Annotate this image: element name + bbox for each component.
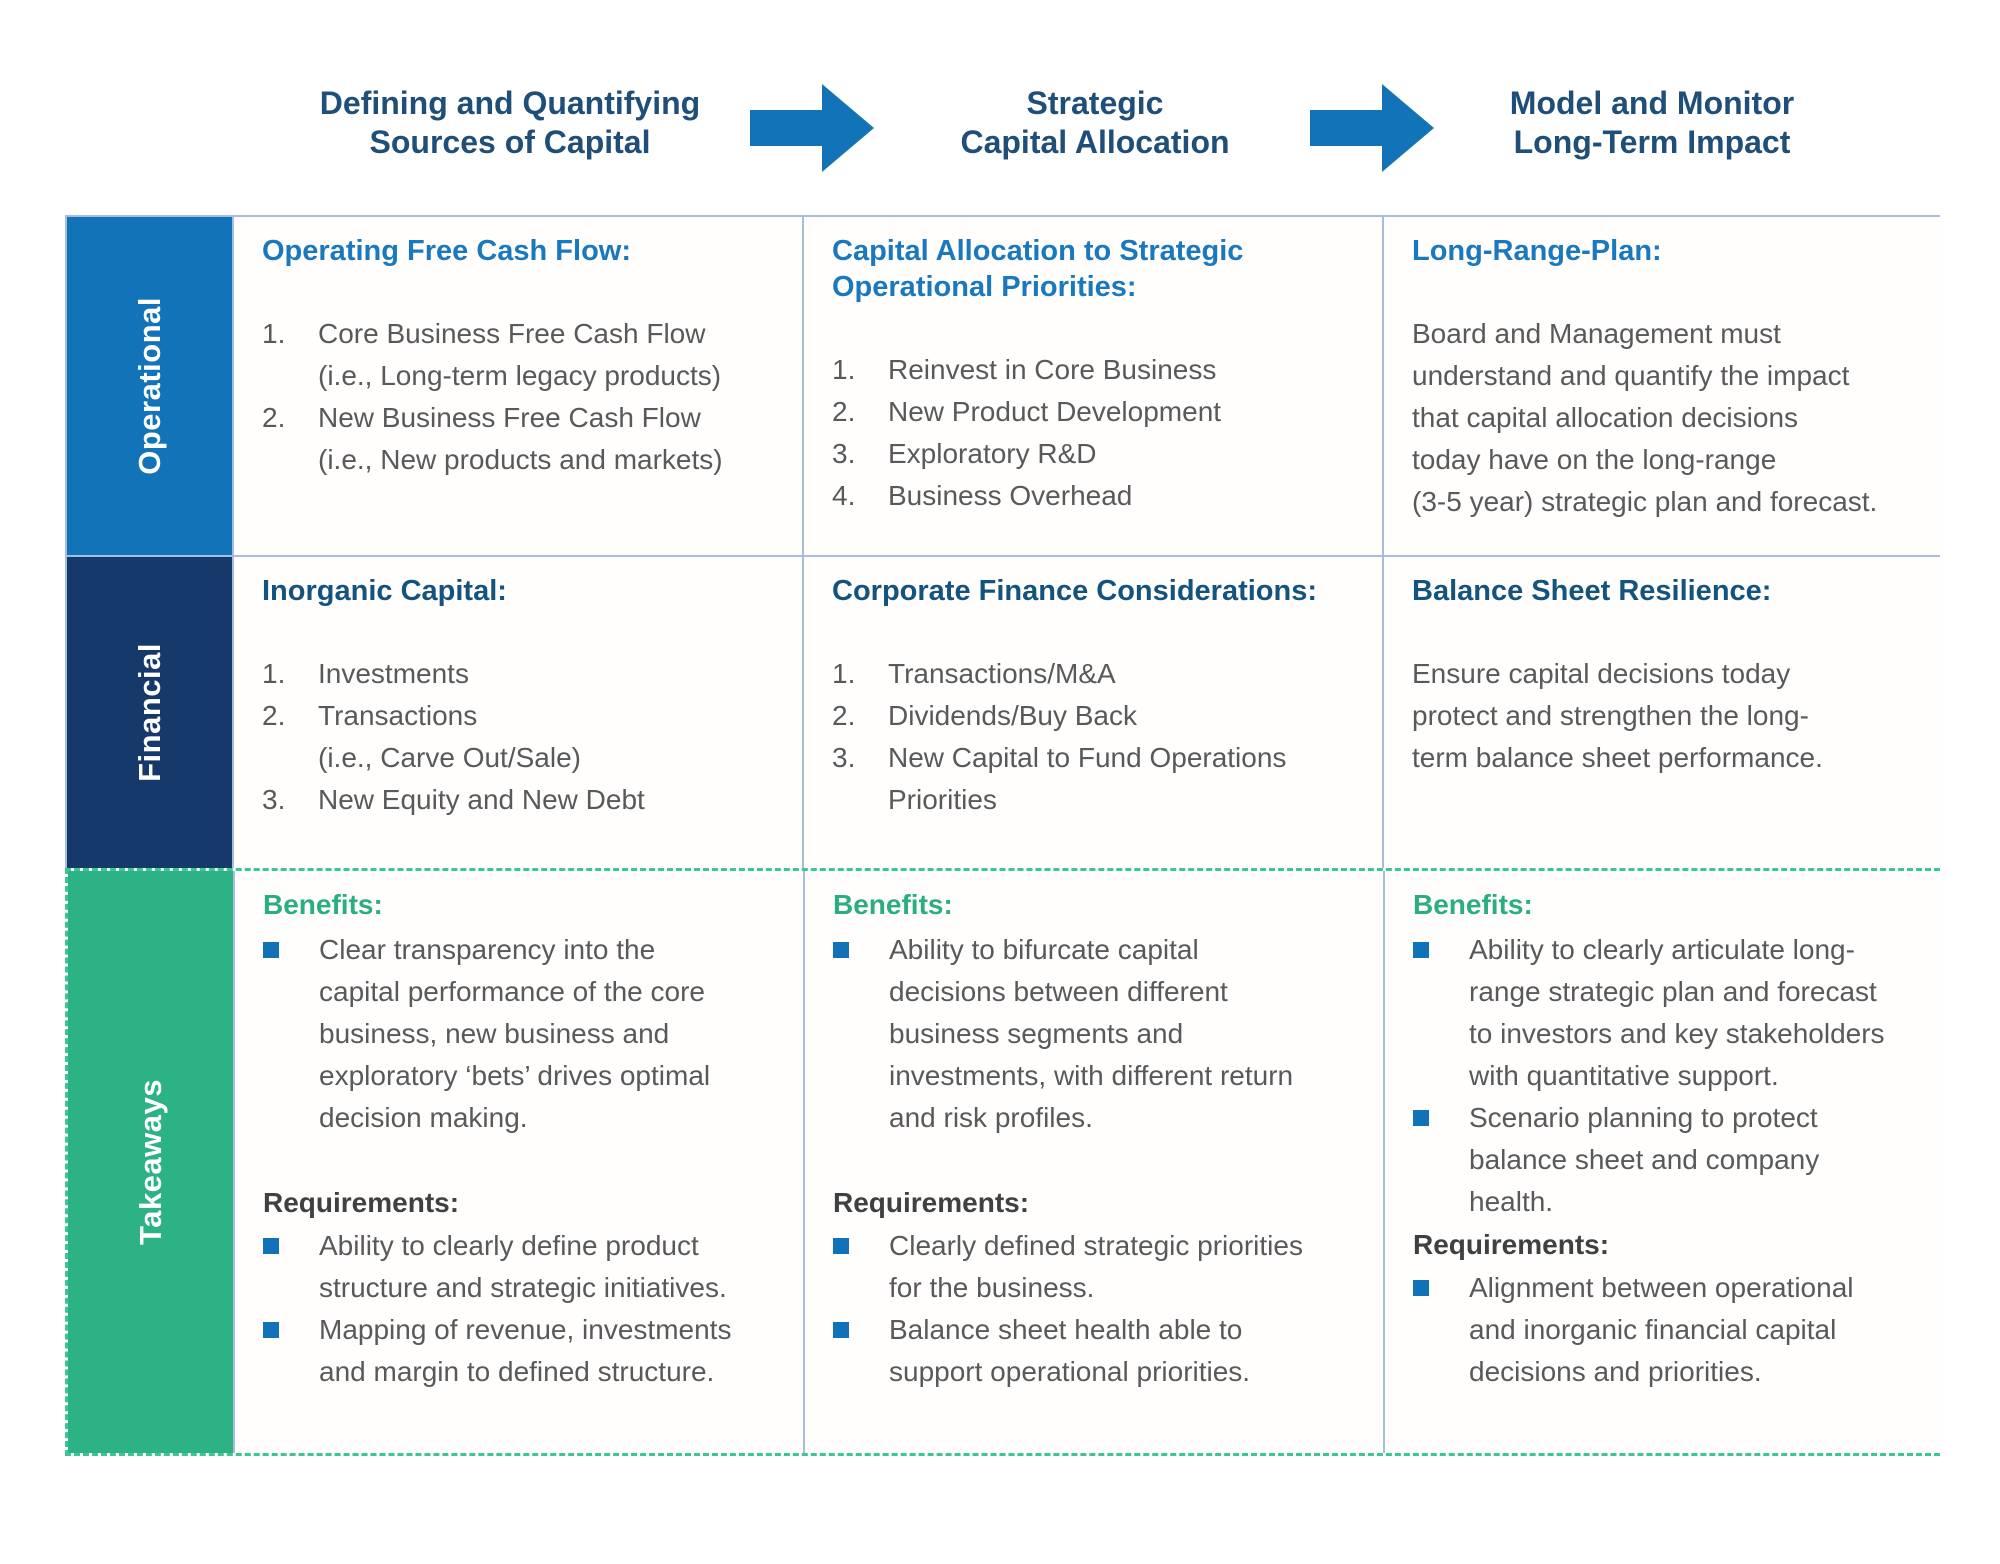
cell-financial-allocation: Corporate Finance Considerations: 1.Tran…: [802, 557, 1382, 868]
cell-financial-sources: Inorganic Capital: 1.Investments 2.Trans…: [232, 557, 802, 868]
benefits-heading: Benefits:: [833, 889, 953, 920]
list-item: 1.Transactions/M&A: [832, 658, 1116, 689]
list-item: 3.New Capital to Fund Operations Priorit…: [832, 742, 1287, 815]
benefit-item: Clear transparency into the capital perf…: [263, 929, 783, 1139]
requirements-block: Requirements: Ability to clearly define …: [263, 1185, 783, 1439]
row-label-financial: Financial: [67, 557, 232, 868]
requirements-list: Clearly defined strategic priorities for…: [833, 1225, 1363, 1393]
benefits-list: Clear transparency into the capital perf…: [263, 929, 783, 1139]
cell-takeaways-sources: Benefits: Clear transparency into the ca…: [233, 871, 803, 1453]
requirement-item: Clearly defined strategic priorities for…: [833, 1225, 1363, 1309]
benefit-item: Scenario planning to protect balance she…: [1413, 1097, 1923, 1223]
list-item: 1.Core Business Free Cash Flow (i.e., Lo…: [262, 318, 722, 391]
row-label-text: Operational: [131, 297, 167, 475]
row-label-takeaways: Takeaways: [68, 871, 233, 1453]
requirements-heading: Requirements:: [1413, 1229, 1610, 1260]
list-item: 3.Exploratory R&D: [832, 438, 1097, 469]
arrow-right-icon: [750, 84, 874, 172]
numbered-list: 1.Core Business Free Cash Flow (i.e., Lo…: [262, 313, 782, 481]
requirements-heading: Requirements:: [263, 1187, 460, 1218]
cell-heading: Capital Allocation to Strategic Operatio…: [832, 235, 1244, 303]
requirement-item: Ability to clearly define product struct…: [263, 1225, 783, 1309]
benefits-heading: Benefits:: [263, 889, 383, 920]
list-item: 3.New Equity and New Debt: [262, 784, 645, 815]
cell-takeaways-allocation: Benefits: Ability to bifurcate capital d…: [803, 871, 1383, 1453]
numbered-list: 1.Investments 2.Transactions (i.e., Carv…: [262, 653, 782, 821]
requirements-list: Ability to clearly define product struct…: [263, 1225, 783, 1393]
requirements-block: Requirements: Clearly defined strategic …: [833, 1185, 1363, 1439]
numbered-list: 1.Transactions/M&A 2.Dividends/Buy Back …: [832, 653, 1362, 821]
row-financial: Financial Inorganic Capital: 1.Investmen…: [65, 555, 1942, 868]
list-item: 1.Reinvest in Core Business: [832, 354, 1217, 385]
cell-heading: Inorganic Capital:: [262, 575, 507, 607]
bullet-square-icon: [263, 1322, 279, 1338]
bullet-square-icon: [263, 1238, 279, 1254]
list-item: 2.New Business Free Cash Flow (i.e., New…: [262, 402, 723, 475]
cell-takeaways-model: Benefits: Ability to clearly articulate …: [1383, 871, 1943, 1453]
requirement-item: Balance sheet health able to support ope…: [833, 1309, 1363, 1393]
cell-operational-allocation: Capital Allocation to Strategic Operatio…: [802, 217, 1382, 555]
benefit-item: Ability to clearly articulate long- rang…: [1413, 929, 1923, 1097]
header-step-model: Model and Monitor Long-Term Impact: [1509, 85, 1795, 160]
cell-heading: Corporate Finance Considerations:: [832, 575, 1318, 607]
row-operational: Operational Operating Free Cash Flow: 1.…: [65, 215, 1942, 557]
requirements-list: Alignment between operational and inorga…: [1413, 1267, 1923, 1393]
requirements-block: Requirements: Alignment between operatio…: [1413, 1227, 1923, 1439]
cell-heading: Long-Range-Plan:: [1412, 235, 1662, 267]
header-step-sources: Defining and Quantifying Sources of Capi…: [319, 85, 701, 160]
bullet-square-icon: [263, 942, 279, 958]
benefit-item: Ability to bifurcate capital decisions b…: [833, 929, 1363, 1139]
cell-financial-model: Balance Sheet Resilience: Ensure capital…: [1382, 557, 1942, 868]
bullet-square-icon: [1413, 1280, 1429, 1296]
benefits-list: Ability to bifurcate capital decisions b…: [833, 929, 1363, 1139]
cell-body-text: Board and Management must understand and…: [1412, 318, 1878, 517]
list-item: 1.Investments: [262, 658, 469, 689]
requirement-item: Mapping of revenue, investments and marg…: [263, 1309, 783, 1393]
cell-heading: Balance Sheet Resilience:: [1412, 575, 1772, 607]
cell-body-text: Ensure capital decisions today protect a…: [1412, 658, 1823, 773]
row-label-text: Takeaways: [132, 1079, 168, 1245]
bullet-square-icon: [833, 1322, 849, 1338]
header-step-allocation: Strategic Capital Allocation: [960, 85, 1230, 160]
cell-heading: Operating Free Cash Flow:: [262, 235, 631, 267]
list-item: 2.New Product Development: [832, 396, 1222, 427]
benefits-heading: Benefits:: [1413, 889, 1533, 920]
cell-operational-sources: Operating Free Cash Flow: 1.Core Busines…: [232, 217, 802, 555]
arrow-right-icon: [1310, 84, 1434, 172]
list-item: 2.Transactions (i.e., Carve Out/Sale): [262, 700, 581, 773]
requirements-heading: Requirements:: [833, 1187, 1030, 1218]
list-item: 4.Business Overhead: [832, 480, 1133, 511]
benefits-list: Ability to clearly articulate long- rang…: [1413, 929, 1923, 1223]
row-label-operational: Operational: [67, 217, 232, 555]
framework-grid: Operational Operating Free Cash Flow: 1.…: [65, 215, 1943, 1456]
bullet-square-icon: [1413, 1110, 1429, 1126]
bullet-square-icon: [833, 942, 849, 958]
row-label-text: Financial: [131, 643, 167, 782]
cell-operational-model: Long-Range-Plan: Board and Management mu…: [1382, 217, 1942, 555]
numbered-list: 1.Reinvest in Core Business 2.New Produc…: [832, 349, 1362, 517]
requirement-item: Alignment between operational and inorga…: [1413, 1267, 1923, 1393]
list-item: 2.Dividends/Buy Back: [832, 700, 1138, 731]
bullet-square-icon: [833, 1238, 849, 1254]
bullet-square-icon: [1413, 942, 1429, 958]
row-takeaways: Takeaways Benefits: Clear transparency i…: [65, 868, 1943, 1456]
